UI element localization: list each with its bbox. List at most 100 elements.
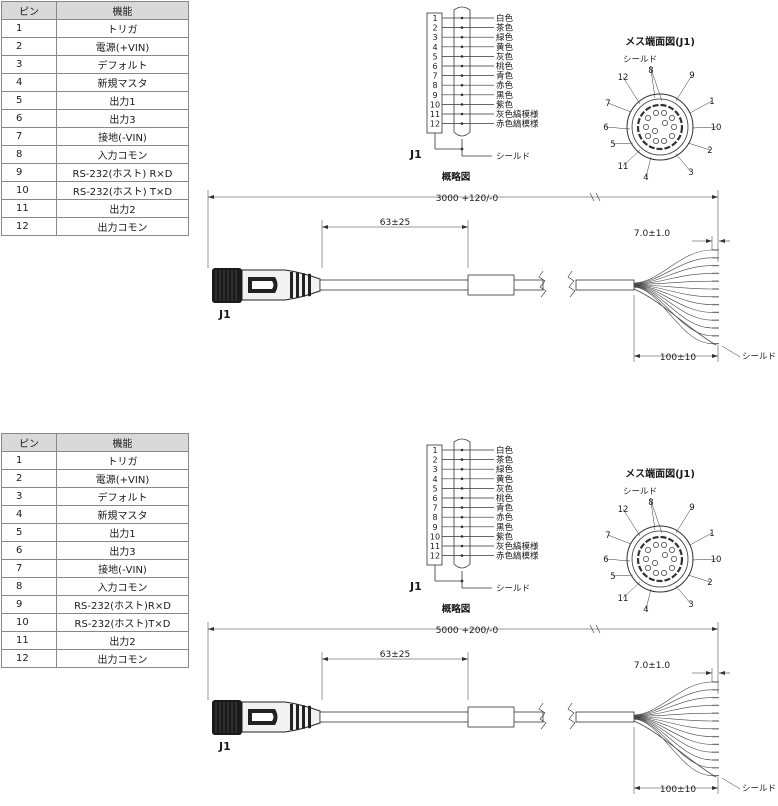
fanout-wire — [633, 285, 713, 321]
function-header: 機能 — [56, 1, 189, 20]
face-pin-number: 9 — [689, 71, 694, 81]
strip-length-value: 7.0±1.0 — [634, 229, 670, 239]
face-leader — [689, 100, 713, 114]
arrow-head — [712, 354, 718, 358]
wire-color-label: 赤色 — [496, 512, 514, 523]
wire-dot — [460, 515, 464, 519]
wire-dot — [460, 55, 464, 58]
contact-hole — [643, 556, 649, 562]
face-leader — [691, 126, 717, 129]
fanout-wire — [633, 285, 713, 313]
function-header: 機能 — [56, 433, 189, 452]
wire-color-label: 白色 — [496, 445, 514, 456]
schematic-shield-label: シールド — [496, 584, 530, 594]
face-leader — [649, 497, 663, 534]
face-shield-label: シールド — [623, 487, 657, 497]
fanout-wire — [633, 284, 713, 298]
schematic-pin-number: 1 — [432, 14, 437, 23]
wire-color-label: 黒色 — [496, 90, 514, 101]
fanout-length-value: 100±10 — [660, 353, 696, 363]
face-leader — [645, 156, 652, 178]
cable-connector-label: J1 — [218, 308, 231, 321]
wire-color-label: 青色 — [496, 71, 514, 82]
junction-dot — [460, 147, 464, 151]
face-pin-number: 10 — [711, 123, 722, 133]
face-leader — [649, 65, 663, 102]
face-leader — [622, 76, 641, 105]
fanout-wire — [633, 717, 713, 745]
face-leader — [687, 574, 711, 583]
schematic-pin-number: 9 — [432, 91, 437, 100]
connector-grip-inset — [252, 713, 274, 721]
face-pin-number: 7 — [605, 99, 610, 109]
schematic-pin-number: 12 — [430, 552, 440, 561]
schematic-pin-number: 4 — [432, 475, 437, 484]
fanout-wire — [633, 689, 713, 716]
wire-dot — [460, 525, 464, 529]
face-view-title: メス端面図(J1) — [625, 35, 695, 48]
pin-block — [426, 444, 443, 566]
face-pin-number: 3 — [688, 168, 693, 178]
break-mark — [538, 270, 547, 298]
contact-hole — [652, 560, 658, 566]
shield-drain-wire — [633, 288, 717, 346]
face-pin-number: 11 — [618, 162, 629, 172]
arrow-head — [712, 786, 718, 790]
fanout-length-value: 100±10 — [660, 785, 696, 795]
schematic-pin-number: 4 — [432, 43, 437, 52]
face-pin-number: 7 — [605, 531, 610, 541]
face-leader — [607, 102, 632, 113]
wire-dot — [460, 64, 464, 68]
contact-hole — [645, 133, 651, 139]
fanout-wire — [633, 273, 713, 285]
fanout-wire — [633, 716, 713, 730]
shield-leader — [721, 345, 741, 358]
fanout-wire — [633, 718, 713, 769]
arrow-head — [208, 195, 214, 199]
face-leader — [687, 142, 711, 151]
break-mark — [567, 702, 576, 730]
strain-relief-rib — [290, 272, 293, 298]
face-leader — [622, 149, 641, 167]
wire-dot — [460, 74, 464, 77]
wire-dot — [460, 554, 464, 557]
marker-distance-value: 63±25 — [380, 650, 410, 660]
schematic-pin-number: 2 — [432, 456, 437, 465]
fanout-wire — [633, 697, 713, 716]
arrow-head — [462, 225, 468, 229]
face-leader — [691, 558, 717, 561]
fanout-wire — [633, 286, 713, 329]
pin-function: 出力コモン — [56, 649, 189, 668]
contact-hole — [661, 542, 667, 548]
fanout-wire — [633, 265, 713, 284]
face-view-title: メス端面図(J1) — [625, 467, 695, 480]
wire-dot — [460, 458, 464, 461]
face-pin-number: 2 — [707, 146, 712, 156]
break-mark — [567, 270, 576, 298]
cable-marker-sleeve — [467, 274, 515, 296]
junction-dot — [460, 579, 464, 583]
wire-dot — [460, 112, 464, 116]
arrow-head — [706, 671, 712, 675]
face-leader — [605, 126, 631, 130]
face-pin-number: 11 — [618, 594, 629, 604]
fanout-wire — [633, 681, 713, 716]
schematic-pin-number: 8 — [432, 513, 437, 522]
contact-hole — [669, 115, 675, 121]
strain-relief-rib — [302, 273, 305, 297]
schematic-caption: 概略図 — [442, 171, 471, 183]
shield-leader — [721, 777, 741, 790]
face-pin-number: 2 — [707, 578, 712, 588]
strain-relief-rib — [308, 273, 311, 297]
pin-block — [426, 12, 443, 134]
wire-dot — [460, 103, 464, 106]
